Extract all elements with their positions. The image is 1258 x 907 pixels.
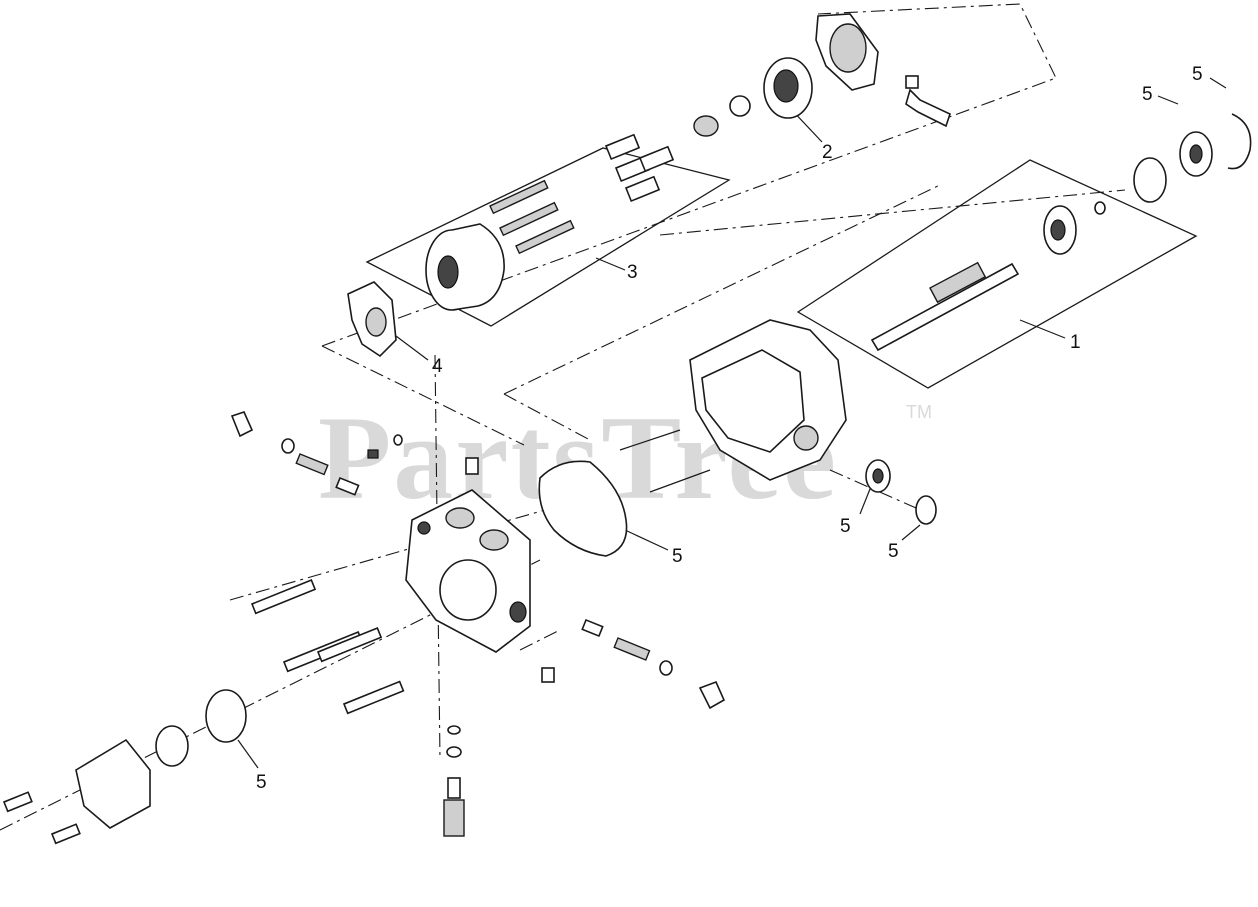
bolts-part [250,578,405,715]
fitting-part [443,725,465,837]
relief-valve-right-part [541,618,726,710]
axis-line-body [229,499,581,601]
group-box-1 [796,159,1198,389]
callout-4: 4 [432,356,443,377]
leader-3 [595,257,626,271]
callout-5-bearing: 5 [1142,84,1153,105]
rotating-group-part [425,133,675,311]
leader-5d [901,524,921,541]
leader-5f [237,739,259,769]
axis-line-plug [519,629,561,651]
callout-5-gasket: 5 [672,546,683,567]
end-cap-block-part [405,489,531,653]
callout-2: 2 [822,142,833,163]
assembly-line-top [321,3,1057,347]
axis-line-shaft [659,189,1126,236]
callout-3: 3 [627,262,638,283]
leader-5a [1157,95,1179,105]
watermark-trademark: TM [906,402,932,422]
input-shaft-part [870,113,1252,352]
leader-5e [624,529,669,551]
assembly-line-mid-b [503,393,591,441]
gasket-part [538,460,628,557]
pump-housing-part [619,319,937,525]
leader-1 [1019,319,1066,339]
leader-5b [1209,77,1227,89]
callout-5-oring: 5 [256,772,267,793]
axis-line-seal [829,469,926,513]
charge-pump-cover-part [2,689,247,845]
leader-4 [395,335,429,361]
callout-5-seal: 5 [840,516,851,537]
relief-valve-left-part [230,411,479,496]
callout-1: 1 [1070,332,1081,353]
callout-5-snapring: 5 [1192,64,1203,85]
assembly-line-left [321,345,525,446]
seal-housing-part [693,13,951,137]
callout-5-retainer: 5 [888,541,899,562]
swash-plate-part [347,281,397,358]
